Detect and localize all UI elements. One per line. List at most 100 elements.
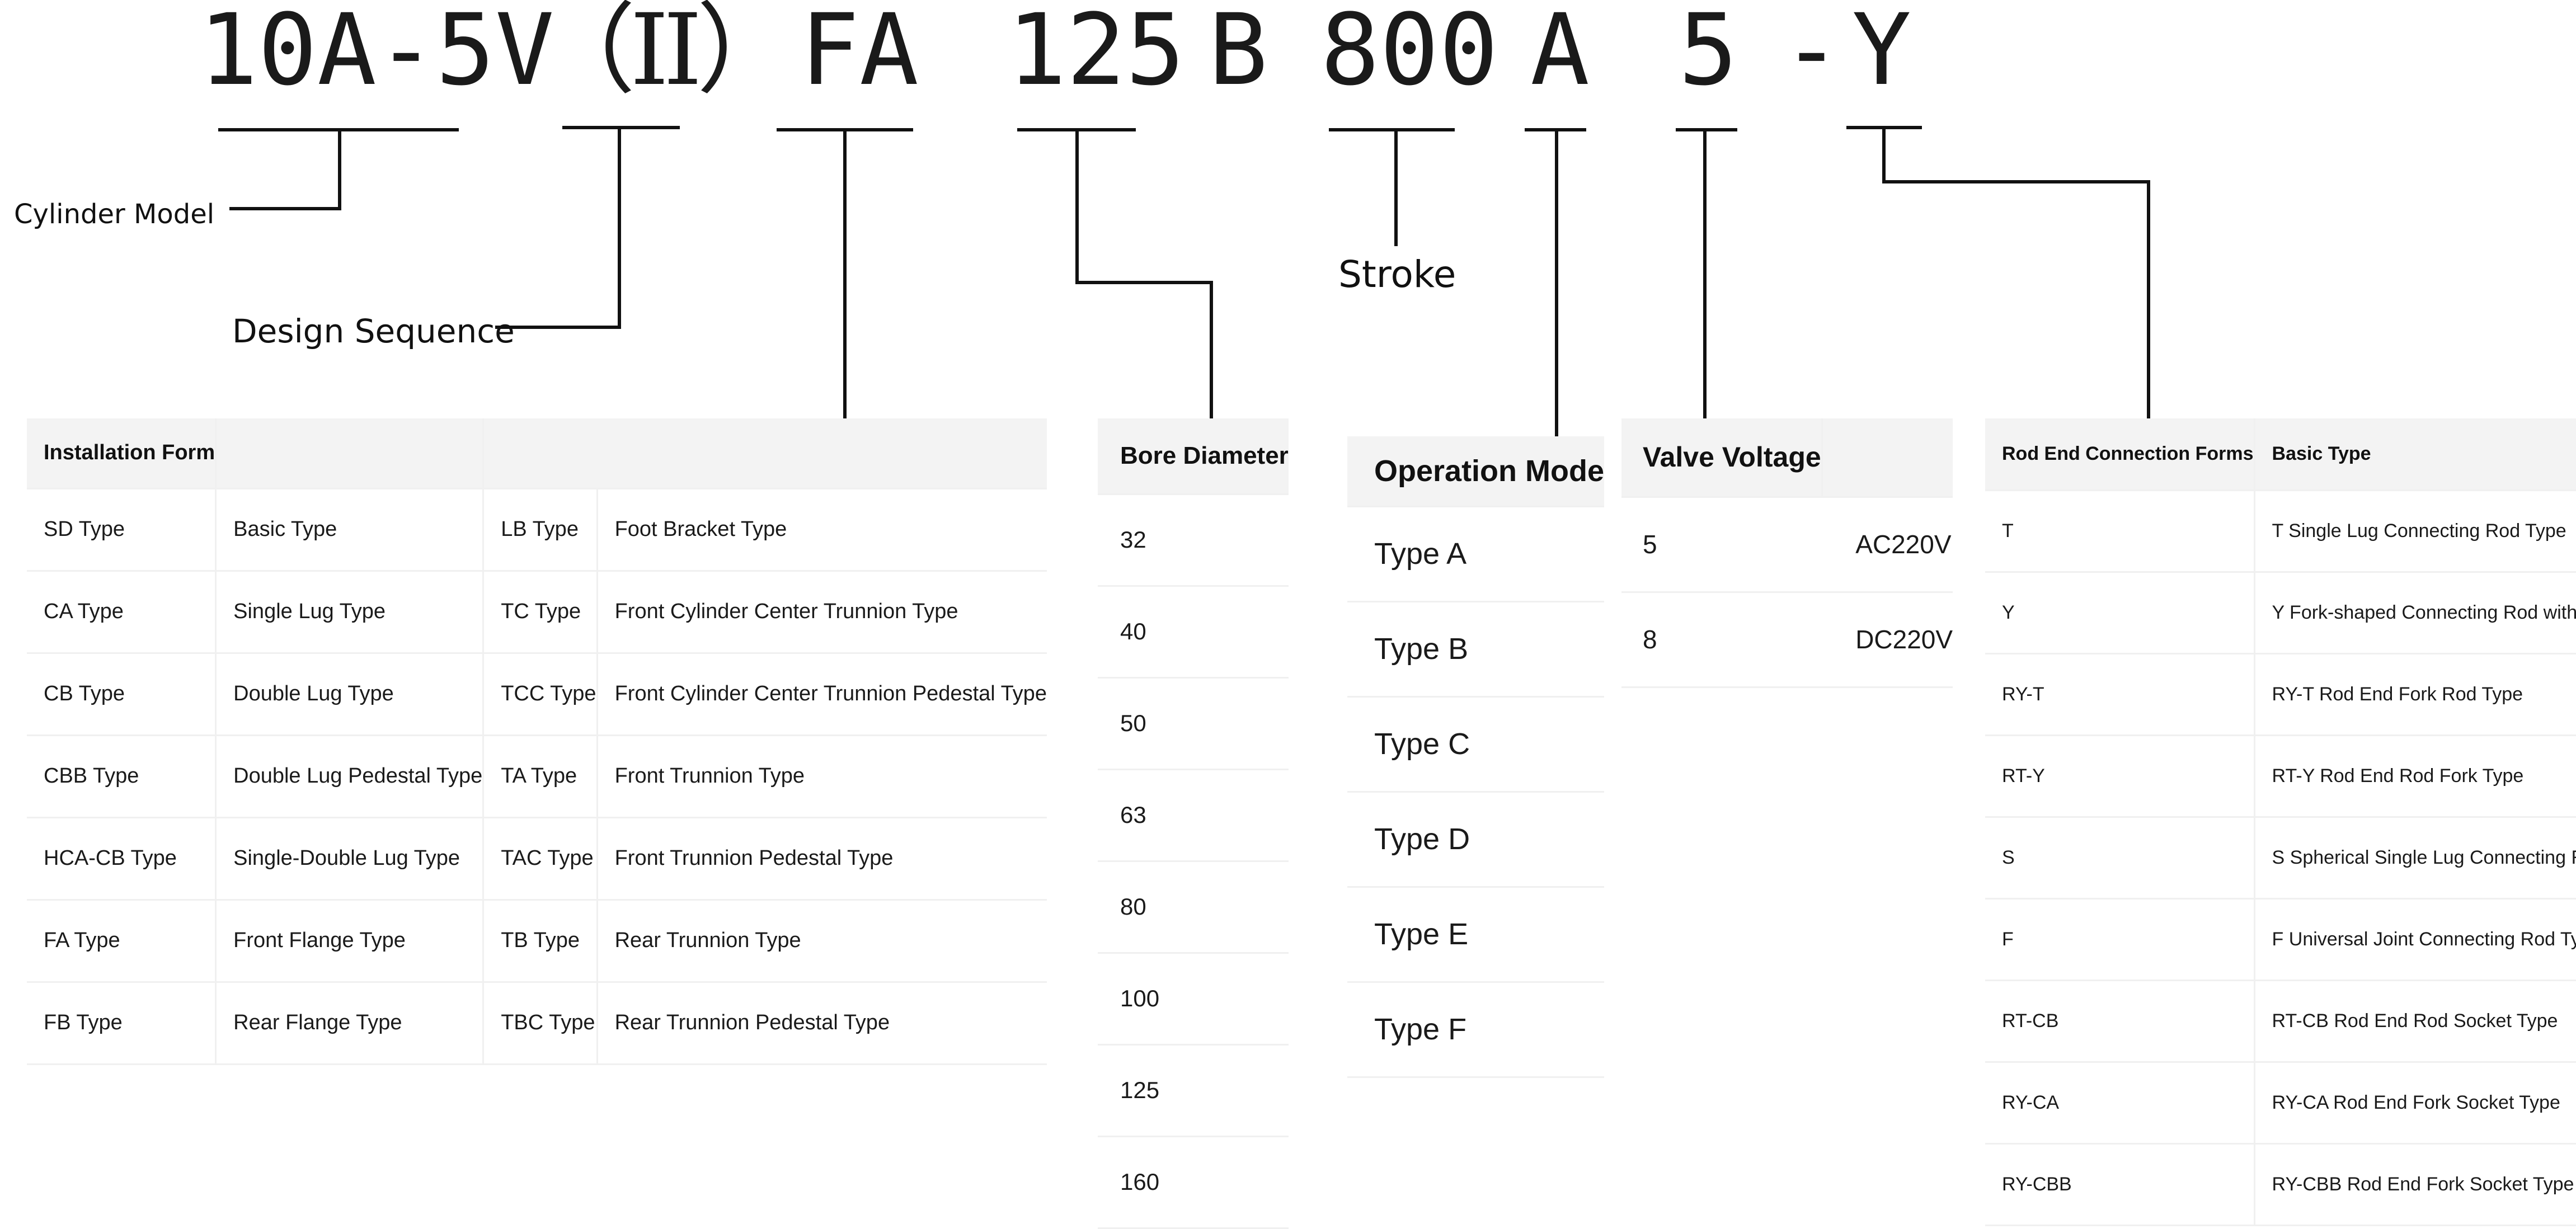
code-separator-b: B [1209, 0, 1268, 107]
installation-name: Double Lug Type [215, 653, 483, 736]
rod-end-code: S [1985, 817, 2255, 900]
code-rod-end: Y [1852, 0, 1911, 107]
installation-code: TCC Type [482, 653, 598, 736]
rod-end-code: RT-Y [1985, 735, 2255, 818]
leader-cylinder-model [229, 130, 341, 210]
rod-end-header-forms: Rod End Connection Forms [1985, 418, 2255, 491]
operation-mode-value: Type C [1347, 696, 1605, 793]
leader-bore-diameter [1075, 130, 1213, 418]
operation-mode-value: Type A [1347, 506, 1605, 602]
code-operation-mode: A [1530, 0, 1590, 107]
installation-code: TBC Type [482, 982, 598, 1065]
installation-name: Front Trunnion Pedestal Type [596, 817, 1047, 901]
installation-code: CBB Type [27, 735, 216, 818]
label-design-sequence: Design Sequence [232, 312, 515, 350]
installation-code: TA Type [482, 735, 598, 818]
installation-name: Rear Trunnion Type [596, 900, 1047, 983]
valve-voltage-value: AC220V [1822, 497, 1953, 593]
label-cylinder-model: Cylinder Model [14, 199, 215, 230]
code-bore-diameter: 125 [1007, 0, 1185, 107]
bore-diameter-row: 160 [1098, 1136, 1289, 1229]
operation-mode-row: Type C [1347, 696, 1605, 793]
code-installation-form: FA [800, 0, 919, 107]
installation-form-header-row: Installation Form [27, 418, 1047, 489]
rod-end-description: RY-CBB Rod End Fork Socket Type [2253, 1143, 2576, 1226]
operation-mode-value: Type E [1347, 887, 1605, 983]
installation-name: Rear Trunnion Pedestal Type [596, 982, 1047, 1065]
bore-diameter-value: 32 [1098, 494, 1289, 587]
rod-end-description: S Spherical Single Lug Connecting Rod Ty… [2253, 817, 2576, 900]
leader-rod-end [1882, 128, 2150, 418]
rod-end-row: YY Fork-shaped Connecting Rod with Pin T… [1985, 572, 2576, 654]
installation-name: Single-Double Lug Type [215, 817, 483, 901]
operation-mode-value: Type B [1347, 601, 1605, 698]
rod-end-code: Y [1985, 572, 2255, 654]
installation-name: Double Lug Pedestal Type [215, 735, 483, 818]
installation-name: Foot Bracket Type [596, 488, 1047, 572]
valve-voltage-header-row: Valve Voltage [1621, 418, 1953, 498]
bore-diameter-value: 50 [1098, 677, 1289, 770]
operation-mode-row: Type F [1347, 982, 1605, 1078]
installation-code: CA Type [27, 571, 216, 654]
bore-diameter-value: 125 [1098, 1044, 1289, 1137]
bore-diameter-value: 80 [1098, 861, 1289, 954]
code-dash: - [1782, 0, 1841, 107]
label-stroke: Stroke [1338, 253, 1456, 296]
valve-voltage-header: Valve Voltage [1621, 418, 1822, 498]
installation-code: TAC Type [482, 817, 598, 901]
bore-diameter-value: 100 [1098, 953, 1289, 1046]
operation-mode-row: Type A [1347, 506, 1605, 602]
operation-mode-header-row: Operation Mode [1347, 436, 1605, 507]
operation-mode-row: Type D [1347, 792, 1605, 888]
installation-form-header: Installation Form [27, 418, 216, 489]
installation-name: Single Lug Type [215, 571, 483, 654]
rod-end-code: F [1985, 898, 2255, 981]
bore-diameter-row: 40 [1098, 586, 1289, 679]
code-design-sequence: （II） [537, 0, 795, 107]
installation-code: CB Type [27, 653, 216, 736]
installation-name: Front Trunnion Type [596, 735, 1047, 818]
rod-end-description: T Single Lug Connecting Rod Type [2253, 490, 2576, 573]
bore-diameter-row: 63 [1098, 769, 1289, 862]
installation-name: Front Flange Type [215, 900, 483, 983]
code-stroke: 800 [1320, 0, 1498, 107]
operation-mode-header: Operation Mode [1347, 436, 1605, 507]
rod-end-code: RT-CB [1985, 980, 2255, 1063]
rod-end-description: Y Fork-shaped Connecting Rod with Pin Ty… [2253, 572, 2576, 654]
operation-mode-value: Type D [1347, 792, 1605, 888]
bore-diameter-row: 125 [1098, 1044, 1289, 1137]
installation-code: TB Type [482, 900, 598, 983]
installation-name: Rear Flange Type [215, 982, 483, 1065]
leader-design-sequence [495, 128, 621, 329]
bore-diameter-value: 160 [1098, 1136, 1289, 1229]
rod-end-description: RT-CB Rod End Rod Socket Type [2253, 980, 2576, 1063]
installation-name: Basic Type [215, 488, 483, 572]
code-valve-voltage: 5 [1679, 0, 1738, 107]
installation-code: LB Type [482, 488, 598, 572]
rod-end-code: RY-T [1985, 653, 2255, 736]
bore-diameter-header-row: Bore Diameter [1098, 418, 1289, 495]
valve-voltage-code: 8 [1621, 592, 1822, 688]
rod-end-code: RY-CA [1985, 1062, 2255, 1145]
valve-voltage-code: 5 [1621, 497, 1822, 593]
operation-mode-row: Type B [1347, 601, 1605, 698]
rod-end-header-row: Rod End Connection Forms Basic Type [1985, 418, 2576, 491]
rod-end-header-basic-type: Basic Type [2253, 418, 2576, 491]
